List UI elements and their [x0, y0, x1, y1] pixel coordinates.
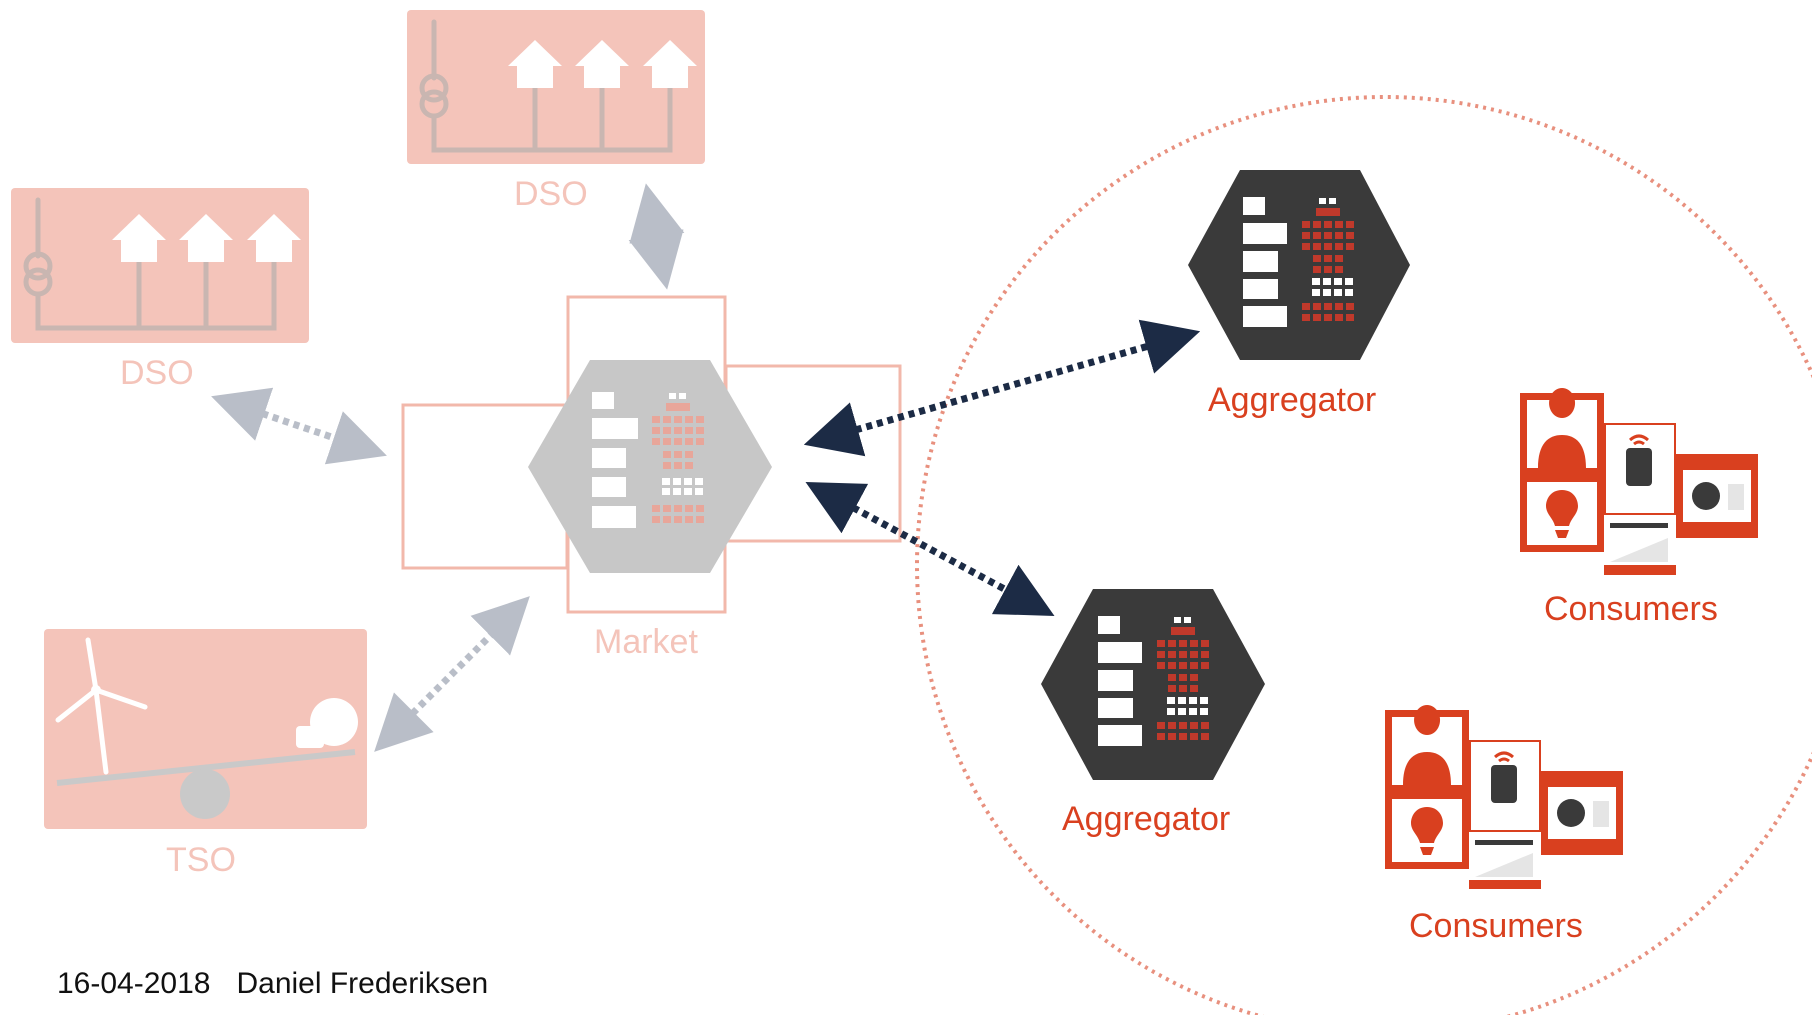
- arrow-market-aggregator-top: [803, 319, 1201, 457]
- arrow-dso-top-market: [628, 183, 685, 290]
- arrow-market-aggregator-bottom: [805, 482, 1055, 616]
- footer-date: 16-04-2018: [57, 967, 211, 1000]
- aggregator-bottom-icon: [1041, 589, 1265, 780]
- dso-left-icon: [11, 188, 309, 343]
- consumers-bottom-icon: [1385, 705, 1623, 889]
- footer: 16-04-2018 Daniel Frederiksen: [57, 967, 514, 1001]
- dso-top-label: DSO: [514, 175, 588, 213]
- dso-left-label: DSO: [120, 354, 194, 392]
- market-icon: [401, 295, 902, 614]
- tso-label: TSO: [166, 841, 236, 879]
- dso-top-icon: [407, 10, 705, 164]
- arrow-dso-left-market: [211, 387, 387, 465]
- consumers-top-icon: [1520, 388, 1758, 575]
- arrow-tso-market: [374, 596, 530, 752]
- tso-icon: [44, 629, 367, 829]
- footer-author: Daniel Frederiksen: [236, 967, 489, 1000]
- consumers-bottom-label: Consumers: [1409, 907, 1583, 945]
- aggregator-top-label: Aggregator: [1208, 381, 1377, 419]
- consumers-top-label: Consumers: [1544, 590, 1718, 628]
- aggregator-bottom-label: Aggregator: [1062, 800, 1231, 838]
- market-label: Market: [594, 623, 698, 661]
- aggregator-top-icon: [1188, 170, 1410, 360]
